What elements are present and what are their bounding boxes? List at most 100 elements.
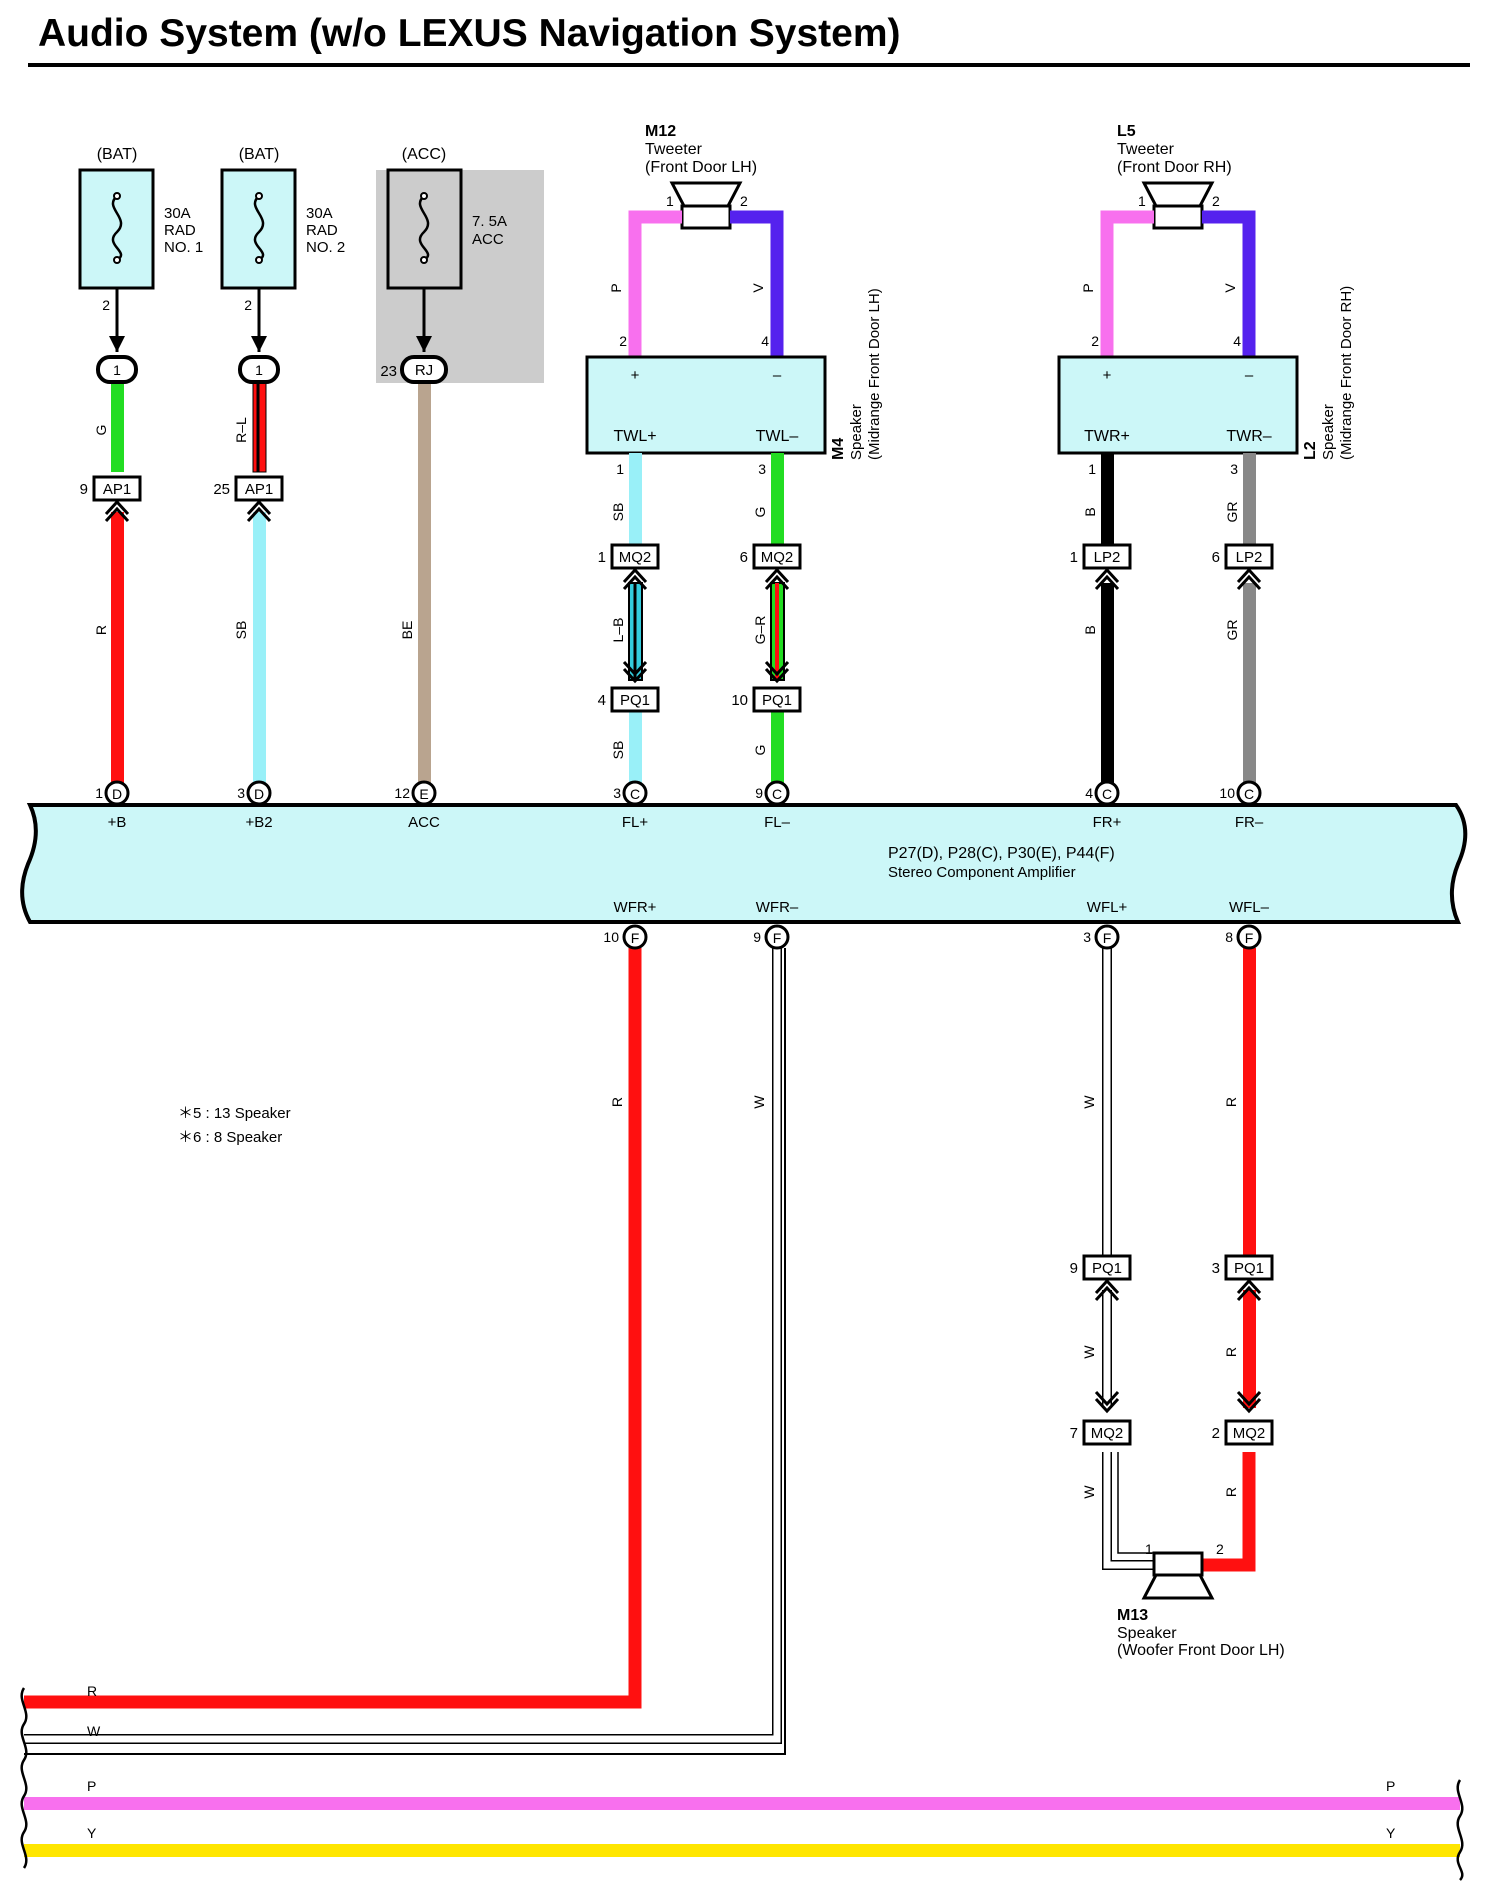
wire-label: B <box>1082 625 1098 634</box>
fuse-pin: 2 <box>102 297 110 313</box>
svg-text:2: 2 <box>1091 333 1099 349</box>
svg-text:C: C <box>772 786 782 802</box>
svg-text:WFL–: WFL– <box>1229 899 1270 916</box>
svg-text:3: 3 <box>758 461 766 477</box>
wire-label: SB <box>233 621 249 640</box>
wire-v <box>730 210 784 357</box>
svg-text:23: 23 <box>380 363 397 380</box>
svg-text:3: 3 <box>1230 461 1238 477</box>
svg-text:3: 3 <box>1083 929 1091 945</box>
connector-lp2: 1 LP2 <box>1070 543 1132 591</box>
svg-text:3: 3 <box>613 785 621 801</box>
fuse-name: RAD <box>306 222 338 239</box>
svg-text:+: + <box>631 367 640 384</box>
svg-text:F: F <box>1245 930 1254 946</box>
svg-text:M12: M12 <box>645 123 676 140</box>
wire-gr <box>1243 583 1256 788</box>
connector-lp2: 6 LP2 <box>1212 543 1274 591</box>
svg-text:1: 1 <box>1145 1541 1153 1557</box>
svg-text:9: 9 <box>1070 1260 1078 1277</box>
svg-text:+B2: +B2 <box>245 814 272 831</box>
svg-text:3: 3 <box>1212 1260 1220 1277</box>
svg-text:1: 1 <box>666 193 674 209</box>
wire-label: BE <box>399 621 415 640</box>
svg-text:4: 4 <box>761 333 769 349</box>
wire-label: R <box>1223 1097 1239 1107</box>
midrange-speaker-lh: 2 4 + – TWL+ TWL– M4 Speaker (Midrange F… <box>585 288 883 477</box>
svg-text:TWR+: TWR+ <box>1084 428 1130 445</box>
svg-text:–: – <box>1245 367 1254 384</box>
connector-ap1: 25 AP1 <box>213 475 284 523</box>
svg-text:1: 1 <box>255 362 263 378</box>
svg-text:Speaker: Speaker <box>1320 404 1337 460</box>
svg-text:10: 10 <box>731 692 748 709</box>
fuse-source: (BAT) <box>97 146 138 163</box>
connector-mq2: 6 MQ2 <box>740 543 802 591</box>
wire-label: Y <box>1386 1825 1396 1841</box>
wire-r <box>1243 948 1256 1262</box>
title-rule <box>28 63 1470 67</box>
svg-text:2: 2 <box>740 193 748 209</box>
svg-text:LP2: LP2 <box>1236 549 1263 566</box>
svg-text:TWL–: TWL– <box>756 428 799 445</box>
amp-pin-wfr-minus: WFR– 9 F <box>753 899 799 950</box>
wire-g <box>111 382 124 472</box>
svg-text:3: 3 <box>237 785 245 801</box>
svg-text:E: E <box>419 786 428 802</box>
fuse-drop-lines <box>109 288 432 352</box>
svg-text:6: 6 <box>740 549 748 566</box>
fuse-source: (BAT) <box>239 146 280 163</box>
amp-pin-b2: 3 D +B2 <box>237 780 273 831</box>
svg-text:ACC: ACC <box>408 814 440 831</box>
fuse-amp: 30A <box>164 205 191 222</box>
svg-text:1: 1 <box>616 461 624 477</box>
wire-g <box>771 453 784 557</box>
svg-text:L2: L2 <box>1302 441 1319 460</box>
svg-text:Tweeter: Tweeter <box>1117 141 1175 158</box>
wire-label: R–L <box>233 417 249 443</box>
svg-text:MQ2: MQ2 <box>1091 1425 1124 1442</box>
svg-text:1: 1 <box>1088 461 1096 477</box>
wire-label: SB <box>610 741 626 760</box>
svg-text:4: 4 <box>1233 333 1241 349</box>
fuse-name: ACC <box>472 231 504 248</box>
wire-label: Y <box>87 1825 97 1841</box>
svg-text:Speaker: Speaker <box>848 404 865 460</box>
svg-text:C: C <box>630 786 640 802</box>
svg-text:PQ1: PQ1 <box>762 692 792 709</box>
svg-text:Speaker: Speaker <box>1117 1625 1177 1642</box>
svg-text:PQ1: PQ1 <box>1234 1260 1264 1277</box>
svg-text:7: 7 <box>1070 1425 1078 1442</box>
svg-text:MQ2: MQ2 <box>1233 1425 1266 1442</box>
fuse-source: (ACC) <box>402 146 446 163</box>
svg-text:Tweeter: Tweeter <box>645 141 703 158</box>
wire-r <box>111 512 124 788</box>
wire-label: R <box>93 625 109 635</box>
wire-label: W <box>1081 1095 1097 1109</box>
svg-text:WFR–: WFR– <box>756 899 799 916</box>
svg-text:1: 1 <box>1138 193 1146 209</box>
wire-label: SB <box>610 503 626 522</box>
svg-text:FR+: FR+ <box>1093 814 1122 831</box>
wire-label: W <box>1081 1345 1097 1359</box>
wire-label: P <box>1386 1778 1395 1794</box>
svg-text:9: 9 <box>755 785 763 801</box>
fuse-name: RAD <box>164 222 196 239</box>
fuse-amp: 30A <box>306 205 333 222</box>
fuse-acc: (ACC) 7. 5A ACC <box>386 146 507 290</box>
wire-label: R <box>609 1097 625 1107</box>
amp-pin-fl-minus: 9 C FL– <box>755 780 791 831</box>
connector-mq2: 2 MQ2 <box>1212 1390 1274 1446</box>
svg-text:F: F <box>631 930 640 946</box>
amp-pin-b: 1 D +B <box>95 780 130 831</box>
connector-pq1: 9 PQ1 <box>1070 1254 1132 1302</box>
connector-ap1: 9 AP1 <box>80 475 142 523</box>
woofer-speaker-front-door-lh: 1 2 M13 Speaker (Woofer Front Door LH) <box>1117 1541 1285 1659</box>
wire-label: P <box>87 1778 96 1794</box>
wire-label: G <box>93 425 109 436</box>
svg-text:6: 6 <box>1212 549 1220 566</box>
svg-text:WFR+: WFR+ <box>614 899 657 916</box>
wire-label: R <box>1223 1487 1239 1497</box>
fuse-number: NO. 2 <box>306 239 345 256</box>
